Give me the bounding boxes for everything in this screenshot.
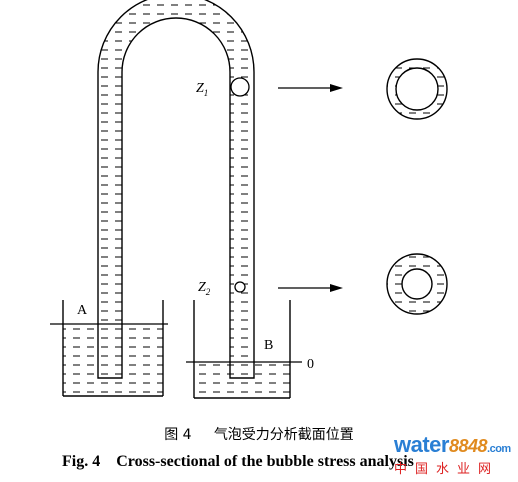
watermark-suffix: .com <box>487 443 511 455</box>
label-b: B <box>264 338 273 353</box>
watermark-num: 8848 <box>448 436 488 456</box>
cross-section-z2 <box>386 253 448 315</box>
watermark-brand-line: water8848.com <box>394 432 511 458</box>
caption-en-text: Cross-sectional of the bubble stress ana… <box>116 453 414 470</box>
label-a: A <box>77 303 88 318</box>
beaker-b <box>186 300 302 399</box>
arrow-z2 <box>278 284 343 292</box>
label-z2: Z2 <box>198 280 211 297</box>
bubble-section-z1 <box>395 67 439 111</box>
label-zero: 0 <box>307 357 314 372</box>
caption-cn: 图 4 气泡受力分析截面位置 <box>0 424 518 444</box>
caption-en-num: Fig. 4 <box>62 453 101 470</box>
watermark-logo: water8848.com 中国水业网 <box>394 432 518 482</box>
caption-cn-text: 气泡受力分析截面位置 <box>213 427 354 443</box>
bubble-section-z2 <box>401 268 433 300</box>
watermark-brand: water <box>394 432 449 457</box>
siphon-tube <box>97 0 255 379</box>
caption-cn-num: 图 4 <box>164 427 192 443</box>
bubble-z1 <box>230 77 250 97</box>
caption-en: Fig. 4 Cross-sectional of the bubble str… <box>62 453 414 471</box>
bubble-z2 <box>234 281 246 293</box>
beaker-a <box>50 300 168 397</box>
watermark-cn: 中国水业网 <box>394 462 500 477</box>
cross-section-z1 <box>386 58 448 120</box>
arrow-z1 <box>278 84 343 92</box>
label-z1: Z1 <box>196 81 208 98</box>
